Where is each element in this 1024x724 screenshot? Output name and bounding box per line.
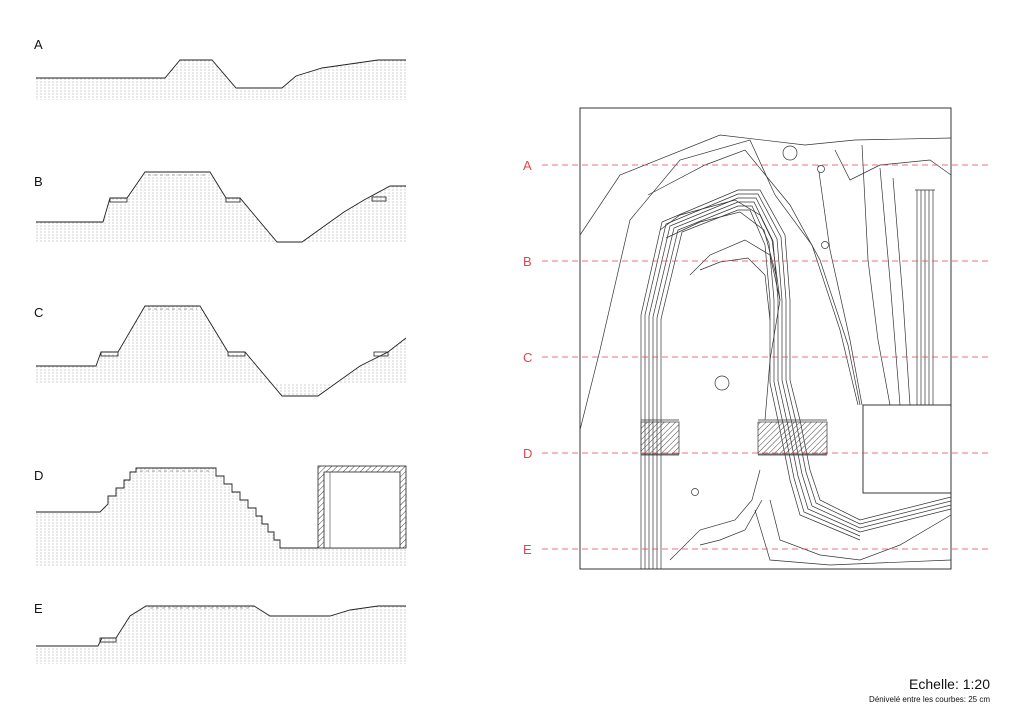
cut-label-b: B xyxy=(523,254,532,269)
scale-label: Echelle: 1:20 xyxy=(909,676,990,692)
section-label-e: E xyxy=(34,601,43,616)
section-label-c: C xyxy=(34,305,44,320)
section-label-d: D xyxy=(34,468,44,483)
cut-label-a: A xyxy=(523,158,532,173)
section-e xyxy=(36,605,406,664)
section-a xyxy=(36,59,406,100)
section-label-a: A xyxy=(34,37,43,52)
cut-label-e: E xyxy=(523,542,532,557)
cut-label-c: C xyxy=(523,350,533,365)
section-d xyxy=(36,465,407,566)
cut-label-d: D xyxy=(523,446,533,461)
site-plan xyxy=(542,107,990,570)
section-label-b: B xyxy=(34,174,43,189)
section-c xyxy=(36,305,407,397)
contour-interval-label: Dénivelé entre les courbes: 25 cm xyxy=(869,695,990,704)
section-b xyxy=(36,171,406,243)
